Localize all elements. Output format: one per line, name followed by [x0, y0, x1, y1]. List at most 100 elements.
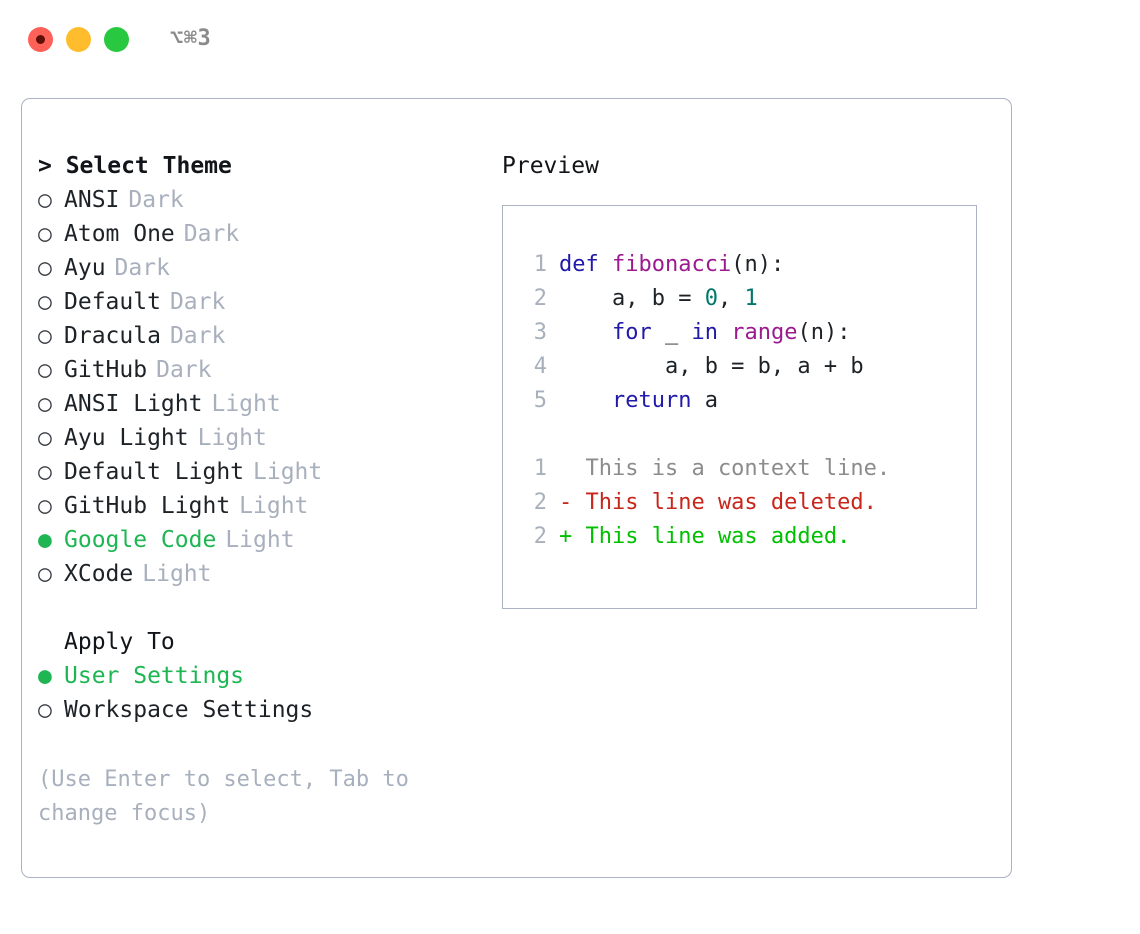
radio-empty-icon: ○ [38, 357, 52, 383]
theme-option-ansi-light[interactable]: ○ ANSI Light Light [38, 387, 488, 421]
code-token-plain: a, b = b, a + b [559, 354, 864, 379]
option-tag: Dark [183, 221, 240, 247]
radio-empty-icon: ○ [38, 221, 52, 247]
diff-line-text: + This line was added. [559, 524, 851, 549]
option-label: User Settings [64, 663, 245, 689]
diff-sample: 1 This is a context line. 2 - This line wa… [503, 452, 976, 554]
diff-line-number: 1 [533, 456, 547, 481]
code-token-plain [559, 320, 612, 345]
diff-line-text: This is a context line. [559, 456, 891, 481]
code-token-kw: for [611, 320, 652, 345]
code-token-plain: , [717, 286, 745, 311]
code-token-kw: def [559, 252, 612, 277]
keyboard-shortcut-label: ⌥⌘3 [170, 26, 212, 51]
option-label: ANSI [64, 187, 120, 213]
radio-empty-icon: ○ [38, 187, 52, 213]
title-bar: ⌥⌘3 [0, 0, 1140, 78]
radio-empty-icon: ○ [38, 289, 52, 315]
list-gap [38, 591, 488, 625]
option-label: Default Light [64, 459, 245, 485]
diff-line-number: 2 [533, 490, 547, 515]
option-tag: Dark [169, 323, 226, 349]
radio-empty-icon: ○ [38, 323, 52, 349]
theme-option-ayu[interactable]: ○ Ayu Dark [38, 251, 488, 285]
option-label: GitHub [64, 357, 148, 383]
code-line-text: a, b = 0, 1 [559, 282, 758, 316]
theme-option-ansi[interactable]: ○ ANSI Dark [38, 183, 488, 217]
option-label: Dracula [64, 323, 161, 349]
radio-selected-icon: ● [38, 663, 52, 689]
theme-option-google-code[interactable]: ● Google Code Light [38, 523, 488, 557]
close-button[interactable] [28, 26, 53, 52]
option-label: Default [64, 289, 161, 315]
option-tag: Light [142, 561, 212, 587]
option-tag: Dark [169, 289, 226, 315]
code-token-num: 0 [704, 286, 718, 311]
option-tag: Light [211, 391, 281, 417]
radio-empty-icon: ○ [38, 255, 52, 281]
option-label: Workspace Settings [64, 697, 314, 723]
option-tag: Light [197, 425, 267, 451]
radio-empty-icon: ○ [38, 697, 52, 723]
code-token-plain: a [691, 388, 718, 413]
radio-empty-icon: ○ [38, 425, 52, 451]
diff-line-del: 2 - This line was deleted. [503, 486, 976, 520]
code-line-text: for _ in range(n): [559, 316, 850, 350]
theme-option-github[interactable]: ○ GitHub Dark [38, 353, 488, 387]
minimize-button[interactable] [66, 26, 91, 52]
radio-empty-icon: ○ [38, 459, 52, 485]
code-diff-gap [503, 418, 976, 452]
code-token-plain: (n): [797, 320, 851, 345]
option-tag: Dark [114, 255, 170, 281]
code-token-plain [559, 388, 612, 413]
code-token-plain [718, 320, 731, 345]
option-tag: Dark [156, 357, 212, 383]
option-label: ANSI Light [64, 391, 203, 417]
code-line-number: 3 [533, 320, 547, 345]
diff-line-text: - This line was deleted. [559, 490, 877, 515]
theme-option-ayu-light[interactable]: ○ Ayu Light Light [38, 421, 488, 455]
option-label: Google Code [64, 527, 217, 553]
code-line-number: 5 [533, 388, 547, 413]
code-line: 4 a, b = b, a + b [503, 350, 976, 384]
apply-option-user-settings[interactable]: ● User Settings [38, 659, 488, 693]
code-token-fn: range [731, 320, 798, 345]
option-label: Ayu [64, 255, 106, 281]
keyboard-hint-text: (Use Enter to select, Tab to change focu… [38, 767, 409, 826]
option-tag: Light [225, 527, 295, 553]
code-line-number: 4 [533, 354, 547, 379]
option-label: GitHub Light [64, 493, 231, 519]
preview-label: Preview [502, 153, 599, 179]
code-token-plain: a, b = [559, 286, 705, 311]
apply-option-workspace-settings[interactable]: ○ Workspace Settings [38, 693, 488, 727]
code-line: 3 for _ in range(n): [503, 316, 976, 350]
radio-empty-icon: ○ [38, 391, 52, 417]
diff-line-ctx: 1 This is a context line. [503, 452, 976, 486]
code-token-plain: (n): [731, 252, 785, 277]
code-line-number: 1 [533, 252, 547, 277]
code-line-number: 2 [533, 286, 547, 311]
theme-option-default[interactable]: ○ Default Dark [38, 285, 488, 319]
code-line: 5 return a [503, 384, 976, 418]
option-label: Atom One [64, 221, 175, 247]
maximize-button[interactable] [104, 26, 129, 52]
select-theme-header: > Select Theme [38, 153, 232, 179]
theme-option-atom-one[interactable]: ○ Atom One Dark [38, 217, 488, 251]
apply-to-header: Apply To [64, 629, 175, 655]
radio-selected-icon: ● [38, 527, 52, 553]
theme-option-dracula[interactable]: ○ Dracula Dark [38, 319, 488, 353]
code-line-text: return a [559, 384, 718, 418]
traffic-light-group [28, 26, 129, 52]
option-label: Ayu Light [64, 425, 189, 451]
option-tag: Dark [128, 187, 184, 213]
